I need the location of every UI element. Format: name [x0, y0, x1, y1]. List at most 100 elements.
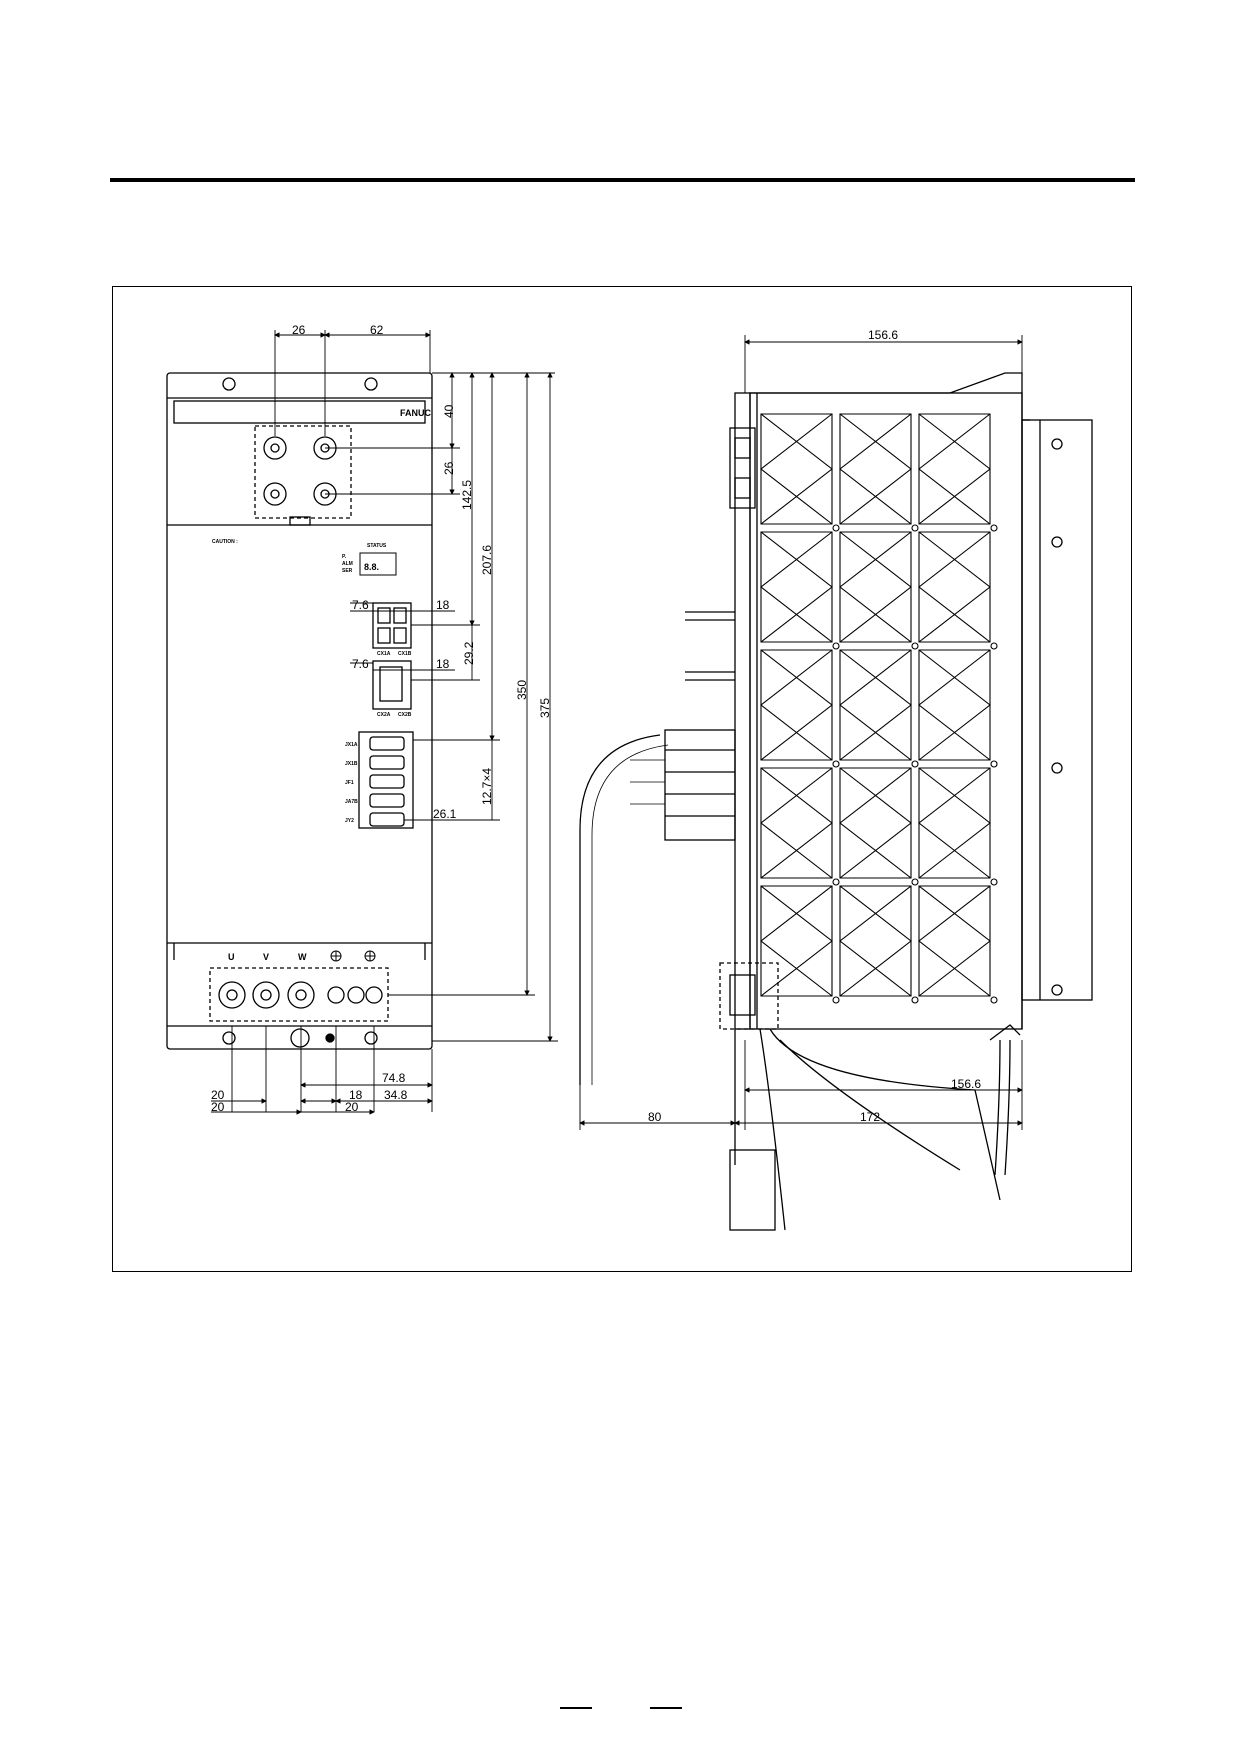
- grille-cell: [918, 531, 991, 643]
- dim-7-6a: 7.6: [352, 598, 369, 612]
- dim-74-8: 74.8: [382, 1071, 406, 1085]
- front-body-outline: [166, 372, 433, 1050]
- connector-label: JA7B: [345, 799, 358, 805]
- connector-label: JF1: [345, 780, 354, 786]
- screw-icon: [1051, 536, 1063, 548]
- grille-node: [911, 878, 919, 886]
- dim-18b: 18: [436, 657, 450, 671]
- dim-62: 62: [370, 323, 384, 337]
- dim-207-6: 207.6: [480, 545, 494, 575]
- fan-grille: [760, 413, 998, 1004]
- dim-40: 40: [442, 404, 456, 418]
- connector-label: JY2: [345, 818, 354, 824]
- screw-icon: [364, 1031, 378, 1045]
- screw-icon: [1051, 438, 1063, 450]
- front-view-labels: FANUC CAUTION : STATUS P. ALM SER 8.8. C…: [212, 408, 431, 962]
- grille-cell: [760, 885, 833, 997]
- led-label: P.: [342, 554, 347, 560]
- cx1-connector: [372, 602, 412, 649]
- ground-icon: [325, 1033, 335, 1043]
- grille-cell: [839, 885, 912, 997]
- side-dimension-lines: [579, 335, 1023, 1130]
- caution-label: CAUTION :: [212, 539, 238, 545]
- dim-26-v: 26: [442, 461, 456, 475]
- status-label: STATUS: [367, 543, 387, 549]
- grille-cell: [760, 649, 833, 761]
- dim-18c: 18: [349, 1088, 363, 1102]
- cx-label: CX2A: [377, 712, 391, 718]
- dim-375: 375: [538, 698, 552, 718]
- dim-side-bottom: 156.6: [951, 1077, 981, 1091]
- dim-350: 350: [515, 680, 529, 700]
- grille-cell: [760, 767, 833, 879]
- grille-node: [911, 524, 919, 532]
- dim-18a: 18: [436, 598, 450, 612]
- cx2-connector: [372, 660, 412, 710]
- led-label: ALM: [342, 561, 353, 567]
- led-digits: 8.8.: [364, 562, 379, 572]
- grille-cell: [760, 531, 833, 643]
- front-dimension-lines: [211, 330, 558, 1115]
- grille-node: [990, 642, 998, 650]
- front-view: [166, 372, 433, 1050]
- side-view: [579, 372, 1093, 1231]
- grille-cell: [918, 649, 991, 761]
- grille-cell: [839, 649, 912, 761]
- grille-node: [911, 642, 919, 650]
- top-terminal-block: [254, 425, 352, 519]
- grille-cell: [918, 767, 991, 879]
- drawing-frame: [112, 286, 1132, 1272]
- dim-20b: 20: [211, 1100, 225, 1114]
- grille-cell: [839, 531, 912, 643]
- grille-node: [832, 642, 840, 650]
- screw-icon: [222, 1031, 236, 1045]
- grille-cell: [839, 767, 912, 879]
- dim-side-80: 80: [648, 1110, 662, 1124]
- dim-26: 26: [292, 323, 306, 337]
- signal-connectors: [358, 731, 414, 829]
- power-terminal-block: [209, 967, 389, 1022]
- dim-7-6b: 7.6: [352, 657, 369, 671]
- grille-node: [832, 996, 840, 1004]
- dim-26-1: 26.1: [433, 807, 457, 821]
- dim-side-top: 156.6: [868, 328, 898, 342]
- grille-cell: [918, 885, 991, 997]
- screw-icon: [364, 377, 378, 391]
- ground-stud: [290, 1028, 310, 1048]
- grille-cell: [918, 413, 991, 525]
- terminal-label-u: U: [228, 952, 235, 962]
- dim-142-5: 142.5: [460, 480, 474, 510]
- dim-pitch: 12.7×4: [480, 768, 494, 805]
- connector-label: JX1A: [345, 742, 358, 748]
- brand-label: FANUC: [400, 408, 431, 418]
- dim-side-172: 172: [860, 1110, 880, 1124]
- cx-label: CX1A: [377, 651, 391, 657]
- side-dimension-values: 156.6 156.6 80 172: [648, 328, 981, 1124]
- grille-node: [911, 760, 919, 768]
- front-dimension-values: 26 62 40 26 142.5 207.6 350 375 7.6 18 7…: [211, 323, 552, 1114]
- connector-label: JX1B: [345, 761, 358, 767]
- terminal-label-v: V: [263, 952, 269, 962]
- grille-node: [832, 760, 840, 768]
- grille-node: [832, 878, 840, 886]
- dim-20c: 20: [345, 1100, 359, 1114]
- grille-node: [990, 996, 998, 1004]
- grille-node: [990, 760, 998, 768]
- dim-29-2: 29.2: [462, 641, 476, 665]
- screw-icon: [222, 377, 236, 391]
- cx-label: CX2B: [398, 712, 412, 718]
- header-rule: [110, 178, 1135, 182]
- footer-dash: [560, 1707, 592, 1709]
- grille-cell: [760, 413, 833, 525]
- footer-dash: [650, 1707, 682, 1709]
- dim-20a: 20: [211, 1088, 225, 1102]
- screw-icon: [1051, 984, 1063, 996]
- screw-icon: [1051, 762, 1063, 774]
- dim-34-8: 34.8: [384, 1088, 408, 1102]
- cx-label: CX1B: [398, 651, 412, 657]
- grille-node: [911, 996, 919, 1004]
- grille-node: [990, 878, 998, 886]
- grille-node: [832, 524, 840, 532]
- power-terminal-icons: [218, 981, 383, 1009]
